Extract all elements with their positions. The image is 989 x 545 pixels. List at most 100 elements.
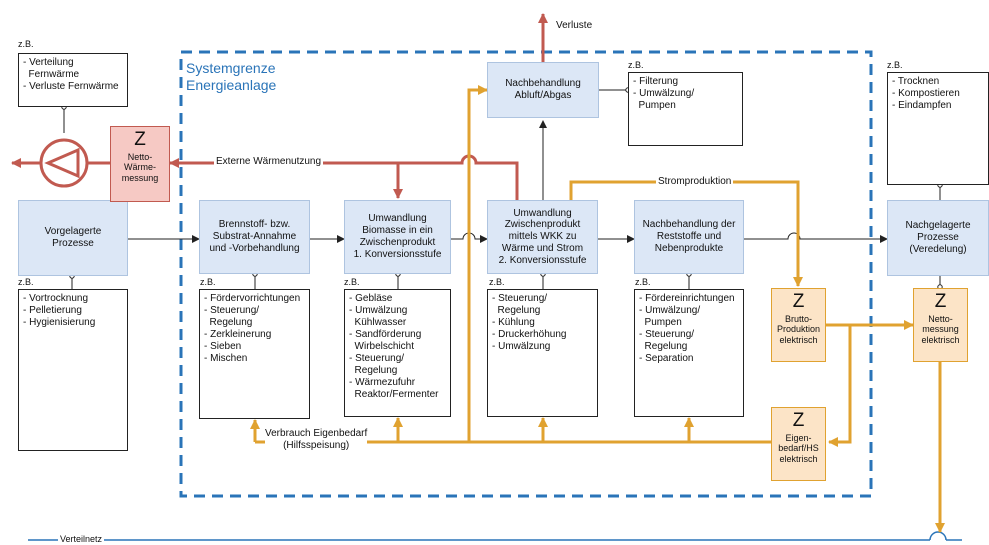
list-item: - Druckerhöhung [492, 329, 567, 340]
list-item: Reaktor/Fermenter [349, 389, 439, 400]
flow-nachbehandlung-nachgelagert [744, 232, 888, 243]
meter-label: elektrisch [921, 334, 960, 345]
list-item: - Umwälzung/ [639, 305, 701, 316]
process-nachgelagert-line: Nachgelagerte [905, 220, 971, 232]
list-item: - Hygienisierung [23, 317, 96, 328]
process-nachgelagert-line: Prozesse [917, 232, 959, 244]
list-item: Kühlwasser [349, 317, 407, 328]
list-item: - Zerkleinerung [204, 329, 272, 340]
list-item: - Umwälzung [492, 341, 551, 352]
list-item: - Vortrocknung [23, 293, 89, 304]
list-item: Regelung [349, 365, 398, 376]
list-item: Regelung [639, 341, 688, 352]
process-umwandlung2-line: Zwischenprodukt [504, 219, 581, 231]
list-item: Regelung [204, 317, 253, 328]
list-abluft: - Filterung - Umwälzung/ Pumpen [628, 72, 743, 146]
list-item: - Sieben [204, 341, 242, 352]
list-item: - Kühlung [492, 317, 535, 328]
list-item: Wirbelschicht [349, 341, 415, 352]
process-nachbehandlung-line: Reststoffe und [656, 231, 722, 243]
list-item: - Verteilung [23, 57, 74, 68]
label-externe-waermenutzung: Externe Wärmenutzung [214, 156, 324, 167]
list-item: - Fördervorrichtungen [204, 293, 301, 304]
process-abluft-line: Abluft/Abgas [514, 90, 572, 101]
label-stromproduktion: Stromproduktion [656, 176, 734, 187]
zb-label-fernwaerme: z.B. [18, 39, 34, 49]
meter-label: Wärme- [124, 162, 156, 173]
process-umwandlung2: Umwandlung Zwischenprodukt mittels WKK z… [487, 200, 598, 274]
list-item: Fernwärme [23, 69, 80, 80]
list-item: Pumpen [639, 317, 682, 328]
process-brennstoff: Brennstoff- bzw. Substrat-Annahme und -V… [199, 200, 310, 274]
process-nachgelagert: Nachgelagerte Prozesse (Veredelung) [887, 200, 989, 276]
meter-label: bedarf/HS [778, 443, 819, 454]
list-nachgelagert: - Trocknen - Kompostieren - Eindampfen [887, 72, 989, 185]
system-boundary-title: Systemgrenze Energieanlage [186, 60, 276, 94]
meter-label: Produktion [776, 324, 821, 335]
process-nachbehandlung-rest: Nachbehandlung der Reststoffe und Nebenp… [634, 200, 744, 274]
meter-symbol: Z [934, 291, 947, 312]
process-brennstoff-line: Brennstoff- bzw. [218, 219, 291, 231]
list-item: - Sandförderung [349, 329, 422, 340]
list-fernwaerme: - Verteilung Fernwärme - Verluste Fernwä… [18, 53, 128, 107]
list-item: - Filterung [633, 76, 679, 87]
meter-label: Brutto- [784, 314, 812, 324]
process-brennstoff-line: und -Vorbehandlung [209, 242, 300, 254]
meter-label: messung [121, 172, 159, 183]
meter-brutto-produktion: Z Brutto- Produktion elektrisch [771, 288, 826, 362]
zb-label-umwandlung2: z.B. [489, 277, 505, 287]
meter-label: elektrisch [779, 453, 818, 464]
process-umwandlung1-line: 1. Konversionsstufe [353, 248, 442, 260]
label-verteilnetz: Verteilnetz [58, 534, 105, 544]
system-boundary-line1: Systemgrenze [186, 60, 276, 76]
zb-label-vorgelagert: z.B. [18, 277, 34, 287]
process-umwandlung2-line: Umwandlung [513, 207, 572, 219]
process-nachbehandlung-abluft: Nachbehandlung Abluft/Abgas [487, 62, 599, 118]
list-vorgelagert: - Vortrocknung - Pelletierung - Hygienis… [18, 289, 128, 451]
meter-netto-elektrisch: Z Netto- messung elektrisch [913, 288, 968, 362]
process-umwandlung1-line: Umwandlung [368, 213, 427, 225]
list-item: - Kompostieren [892, 88, 960, 99]
label-verluste: Verluste [556, 20, 593, 31]
list-item: - Fördereinrichtungen [639, 293, 735, 304]
system-boundary-frame [179, 50, 873, 498]
power-to-abluft [467, 85, 488, 442]
meter-label: Netto- [127, 152, 153, 162]
process-umwandlung1-line: Zwischenprodukt [359, 237, 436, 248]
list-item: Regelung [492, 305, 541, 316]
list-nachbehandlung-rest: - Fördereinrichtungen - Umwälzung/ Pumpe… [634, 289, 744, 417]
meter-label: Eigen- [785, 433, 812, 443]
list-item: - Separation [639, 353, 694, 364]
list-item: - Steuerung/ [492, 293, 548, 304]
process-umwandlung2-line: Wärme und Strom [501, 242, 584, 254]
label-verbrauch-eigenbedarf: Verbrauch Eigenbedarf (Hilfsspeisung) [265, 428, 368, 452]
meter-eigenbedarf: Z Eigen- bedarf/HS elektrisch [771, 407, 826, 481]
list-item: - Eindampfen [892, 100, 952, 111]
list-item: - Wärmezufuhr [349, 377, 416, 388]
list-item: - Steuerung/ [204, 305, 260, 316]
process-umwandlung1: Umwandlung Biomasse in ein Zwischenprodu… [344, 200, 451, 274]
verteilnetz-junction [929, 531, 947, 541]
list-item: - Steuerung/ [639, 329, 695, 340]
zb-label-nachgelagert: z.B. [887, 60, 903, 70]
meter-symbol: Z [792, 410, 805, 431]
system-boundary-line2: Energieanlage [186, 77, 277, 94]
list-item: - Steuerung/ [349, 353, 405, 364]
meter-netto-waerme: Z Netto- Wärme- messung [110, 126, 170, 202]
list-umwandlung1: - Gebläse - Umwälzung Kühlwasser - Sandf… [344, 289, 451, 417]
pump-symbol-triangle [44, 147, 80, 179]
meter-label: elektrisch [779, 334, 818, 345]
meter-label: Netto- [928, 314, 953, 324]
list-item: - Trocknen [892, 76, 940, 87]
list-item: - Pelletierung [23, 305, 82, 316]
zb-label-nachbehandlung: z.B. [635, 277, 651, 287]
list-brennstoff: - Fördervorrichtungen - Steuerung/ Regel… [199, 289, 310, 419]
label-verbrauch-line: Verbrauch Eigenbedarf [265, 428, 368, 439]
process-nachbehandlung-line: Nebenprodukte [654, 242, 724, 254]
process-vorgelagert: Vorgelagerte Prozesse [18, 200, 128, 276]
list-umwandlung2: - Steuerung/ Regelung - Kühlung - Drucke… [487, 289, 598, 417]
zb-label-abluft: z.B. [628, 60, 644, 70]
power-branch-eigenbedarf [828, 325, 852, 447]
zb-label-brennstoff: z.B. [200, 277, 216, 287]
